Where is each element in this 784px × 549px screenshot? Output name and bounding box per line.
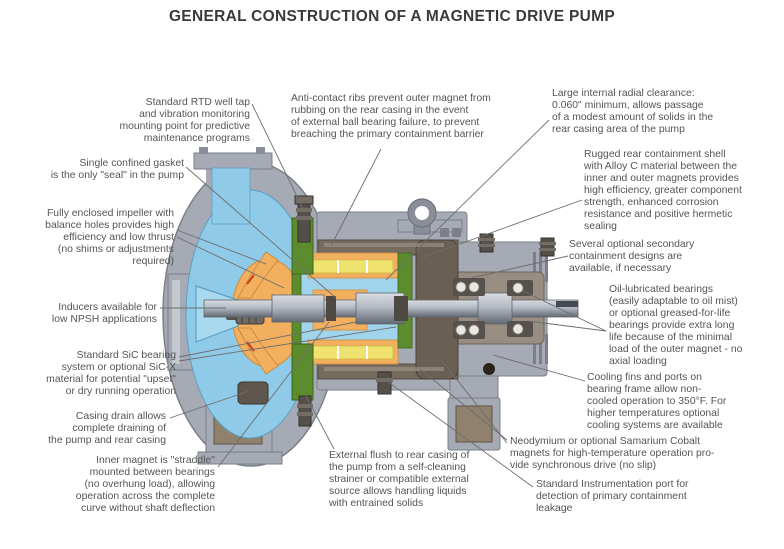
impeller-shroud-bottom — [237, 327, 279, 375]
callout-casing-drain: Casing drain allows complete draining of… — [48, 411, 166, 446]
callout-enclosed-impeller: Fully enclosed impeller with balance hol… — [45, 208, 174, 267]
leader-line-magnets — [419, 368, 508, 441]
callout-sic-bearing: Standard SiC bearing system or optional … — [46, 350, 176, 397]
cooling-port — [483, 363, 495, 375]
leader-line-rtd — [251, 103, 305, 212]
casing-bolt — [440, 228, 449, 237]
leader-line-magnets — [438, 356, 508, 444]
leader-line-oil-bearings — [527, 320, 607, 332]
leader-line-oil-bearings — [522, 290, 607, 332]
wear-mark — [246, 274, 255, 285]
shaft-keyway — [556, 301, 578, 307]
cooling-fins — [533, 252, 548, 364]
shaft-sleeve — [271, 294, 325, 323]
sic-bearing-bushing — [326, 296, 336, 321]
leader-line-impeller — [176, 236, 285, 289]
callout-external-flush: External flush to rear casing of the pum… — [329, 450, 470, 509]
callout-inner-magnet: Inner magnet is "straddle" mounted betwe… — [75, 455, 215, 514]
leader-line-cooling — [492, 354, 586, 382]
lifting-eye — [407, 198, 437, 235]
bearing-ball — [455, 324, 467, 336]
impeller-shroud-top — [237, 251, 279, 299]
flush-port-bolt — [297, 395, 313, 427]
leader-line-instrumentation — [383, 378, 534, 488]
leader-line-secondary — [470, 255, 569, 279]
bearing-ball — [468, 324, 480, 336]
leader-line-impeller — [176, 229, 267, 265]
callout-radial-clearance: Large internal radial clearance: 0.060" … — [552, 88, 714, 135]
callout-confined-gasket: Single confined gasket is the only "seal… — [50, 158, 184, 181]
sic-bearing-bushing — [394, 296, 408, 321]
ball-bearings — [453, 278, 533, 339]
leader-line-flush — [305, 395, 335, 450]
callout-anti-contact-ribs: Anti-contact ribs prevent outer magnet f… — [291, 93, 491, 140]
bearing-ball — [512, 282, 524, 294]
shaft-coupling-hub — [477, 292, 513, 325]
bearing-ball — [468, 281, 480, 293]
leader-line-inner-magnet — [217, 321, 330, 468]
callout-rtd-well-tap: Standard RTD well tap and vibration moni… — [119, 97, 250, 144]
callout-oil-bearings: Oil-lubricated bearings (easily adaptabl… — [609, 284, 743, 367]
casing-bolt — [452, 228, 461, 237]
leader-line-sic — [178, 321, 357, 358]
callout-inducers: Inducers available for low NPSH applicat… — [51, 302, 157, 325]
suction-flange-face — [172, 280, 180, 364]
leader-line-sic — [178, 326, 397, 362]
pump-foot-right — [447, 397, 501, 451]
leader-lines — [160, 103, 607, 488]
discharge-passage — [211, 167, 251, 225]
leader-line-shell — [420, 199, 583, 259]
flange-bolt — [256, 147, 265, 154]
callout-containment-shell: Rugged rear containment shell with Alloy… — [584, 149, 742, 232]
grease-fitting-studs — [478, 233, 556, 257]
callout-magnets: Neodymium or optional Samarium Cobalt ma… — [510, 436, 715, 471]
gasket-clamp-ring — [291, 195, 314, 427]
bearing-frame — [447, 241, 548, 451]
leader-line-drain — [169, 390, 250, 419]
instrumentation-port-bolt — [376, 371, 393, 395]
rtd-tap-bolt — [294, 195, 314, 243]
casing-drain-boss — [237, 381, 269, 405]
bearing-ball — [512, 323, 524, 335]
magnet-segments-bottom — [307, 339, 399, 365]
flange-bolt — [199, 147, 208, 154]
leader-line-clearance — [385, 119, 550, 281]
discharge-flange — [193, 152, 273, 170]
page-title: GENERAL CONSTRUCTION OF A MAGNETIC DRIVE… — [168, 8, 616, 25]
leader-line-anti-contact — [330, 148, 382, 247]
callout-instrumentation-port: Standard Instrumentation port for detect… — [536, 479, 689, 514]
pump-shaft — [203, 292, 579, 325]
callout-cooling-fins: Cooling fins and ports on bearing frame … — [587, 372, 727, 431]
leader-line-gasket — [185, 166, 337, 299]
bearing-ball — [455, 281, 467, 293]
callout-secondary-containment: Several optional secondary containment d… — [569, 239, 695, 274]
magnet-segments-top — [307, 252, 399, 279]
